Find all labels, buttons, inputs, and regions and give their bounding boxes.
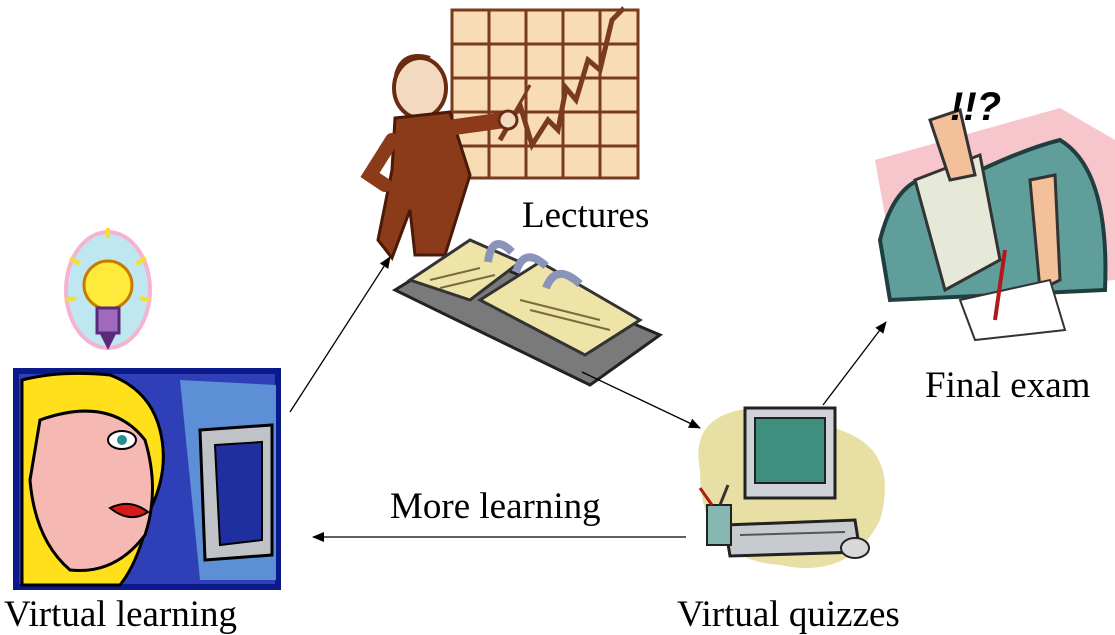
final-exam-label: Final exam: [925, 365, 1091, 406]
open-binder-icon: [391, 238, 664, 387]
arrow-quizzes-to-final: [822, 321, 887, 406]
exam-exclamation: !!?: [950, 85, 1001, 129]
woman-at-computer-icon: [13, 368, 281, 590]
arrow-lectures-to-quizzes: [581, 371, 701, 429]
virtual-quizzes-label: Virtual quizzes: [677, 594, 900, 635]
more-learning-label: More learning: [390, 486, 601, 527]
virtual-learning-label: Virtual learning: [4, 594, 238, 635]
lightbulb-icon: [64, 228, 152, 350]
desktop-computer-icon: [698, 406, 885, 568]
lectures-label: Lectures: [522, 195, 650, 236]
arrow-learning-to-lectures: [289, 256, 391, 413]
presenter-chart-icon: [360, 6, 640, 262]
exam-taker-icon: !!?: [875, 85, 1115, 342]
